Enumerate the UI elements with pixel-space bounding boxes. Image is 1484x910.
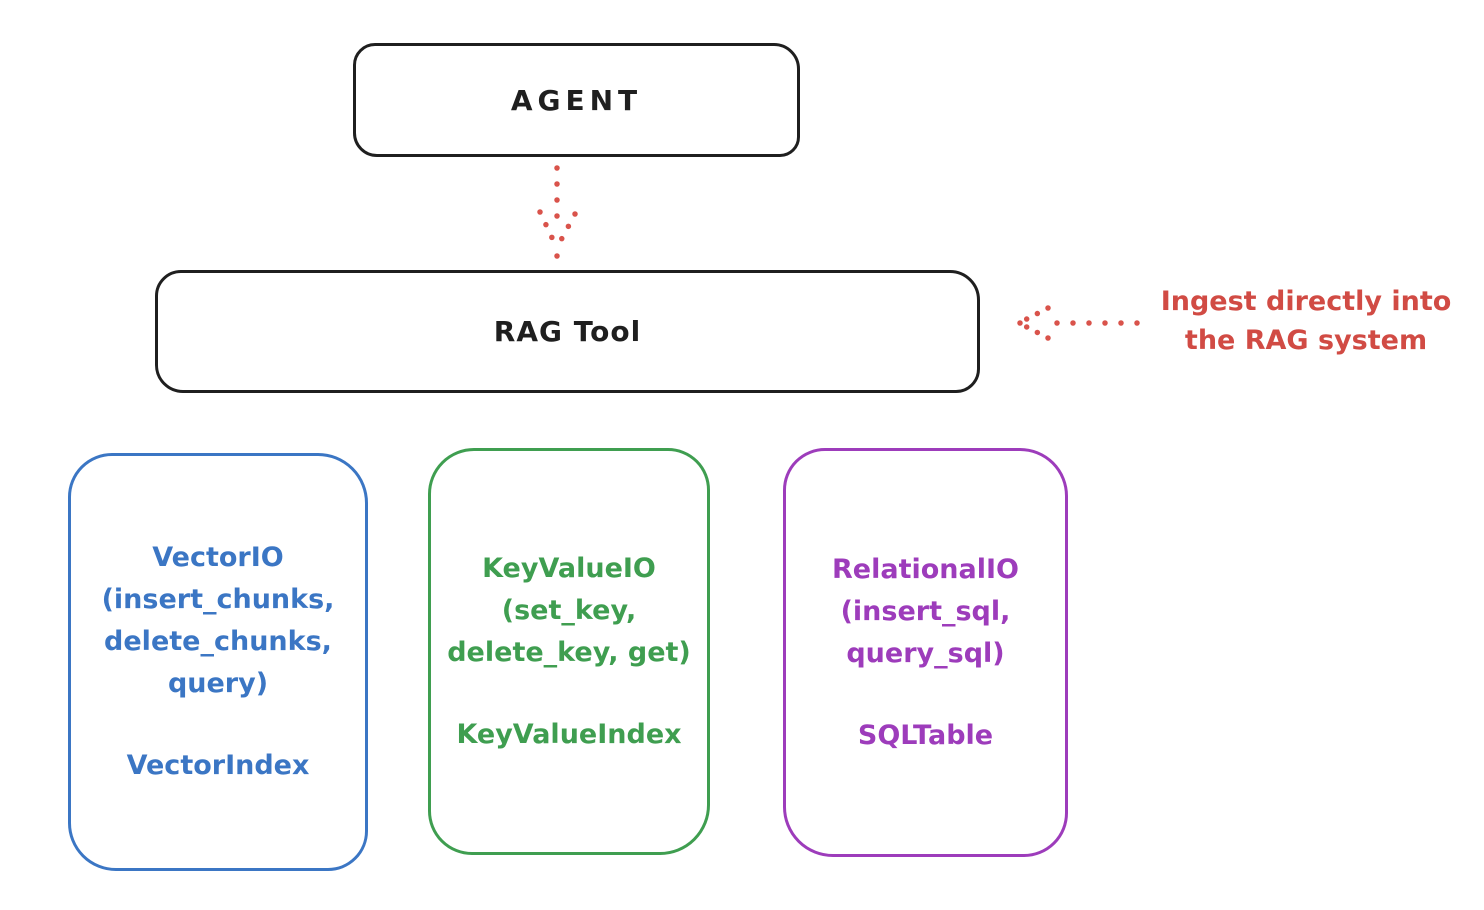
io-box-line: delete_chunks, [104, 626, 332, 657]
agent-box: AGENT [353, 43, 800, 157]
ingest-annotation-line1: Ingest directly into [1160, 286, 1452, 317]
ingest-annotation-line2: the RAG system [1184, 325, 1428, 356]
io-box-line: delete_key, get) [447, 636, 691, 668]
io-box-line: (insert_sql, [840, 595, 1011, 627]
rag-tool-box-label: RAG Tool [493, 315, 642, 348]
agent-box-label: AGENT [510, 83, 643, 117]
io-box-line: (insert_chunks, [101, 584, 335, 615]
ingest-annotation: Ingest directly into the RAG system [1138, 282, 1474, 360]
arrow-ingest-icon [1017, 305, 1140, 341]
io-box-line: KeyValueIO [482, 552, 656, 584]
keyvalue-io-box: KeyValueIO (set_key, delete_key, get) KeyV… [428, 448, 710, 855]
relational-io-lines: RelationalIO (insert_sql, query_sql) [832, 549, 1019, 675]
keyvalue-index-label: KeyValueIndex [456, 718, 682, 750]
io-box-line: VectorIO [152, 542, 284, 573]
keyvalue-io-lines: KeyValueIO (set_key, delete_key, get) [447, 548, 691, 674]
vector-io-lines: VectorIO (insert_chunks, delete_chunks,que… [102, 537, 335, 705]
io-box-line: (set_key, [501, 594, 637, 626]
relational-io-box: RelationalIO (insert_sql, query_sql) SQLTa… [783, 448, 1068, 857]
sqltable-label: SQLTable [857, 719, 994, 751]
vector-index-label: VectorIndex [126, 750, 310, 781]
io-box-line: query_sql) [846, 637, 1005, 669]
rag-tool-box: RAG Tool [155, 270, 980, 393]
vector-io-box: VectorIO (insert_chunks, delete_chunks,que… [68, 453, 368, 871]
arrow-agent-to-rag-icon [537, 165, 578, 259]
io-box-line: query) [167, 668, 269, 699]
io-box-line: RelationalIO [832, 553, 1019, 585]
